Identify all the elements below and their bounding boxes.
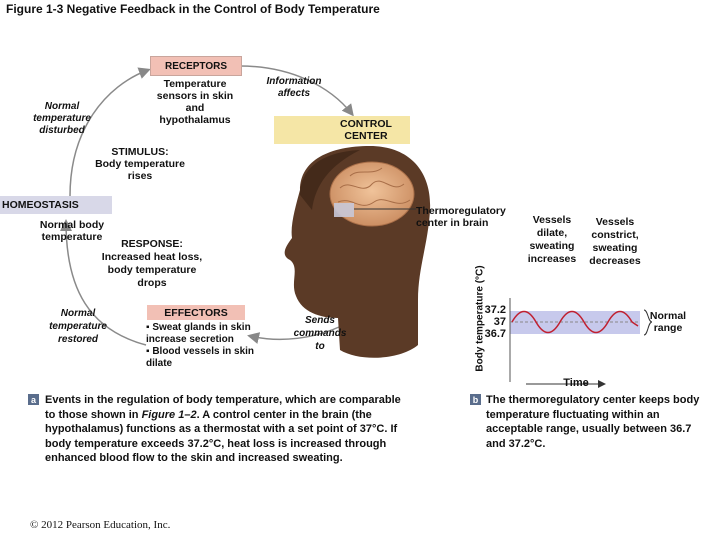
copyright-notice: © 2012 Pearson Education, Inc. <box>30 519 171 531</box>
tick-label: 37 <box>493 316 506 328</box>
sends-commands-text: Sends commands to <box>293 315 347 352</box>
normal-range-bracket <box>643 309 653 336</box>
effector-item: ▪ Blood vessels in skin dilate <box>146 346 255 369</box>
caption-a: Events in the regulation of body tempera… <box>45 394 401 464</box>
normal-temperature-restored: Normal temperature restored <box>49 308 107 345</box>
information-affects-text: Information affects <box>266 76 322 99</box>
caption-b: The thermoregulatory center keeps body t… <box>486 394 700 450</box>
response-description: Increased heat loss, body temperature dr… <box>101 251 203 289</box>
effectors-box: EFFECTORS <box>147 305 245 320</box>
normal-body-temperature: Normal body temperature <box>39 219 105 243</box>
tick-label: 36.7 <box>484 328 506 340</box>
figure-reference: Figure 1–2 <box>141 408 197 421</box>
arrow-to-homeostasis <box>60 219 147 346</box>
effectors-list: ▪ Sweat glands in skin increase secretio… <box>146 322 256 370</box>
response-label: RESPONSE: <box>121 238 183 250</box>
x-axis-label: Time <box>563 377 589 389</box>
vessels-dilate-label: Vessels dilate, sweating increases <box>527 214 577 265</box>
homeostasis-box: HOMEOSTASIS <box>0 196 112 214</box>
arrow-to-receptors <box>69 67 151 197</box>
normal-range-label: Normal range <box>649 310 687 334</box>
stimulus-text: STIMULUS: Body temperature rises <box>88 146 192 182</box>
thermoregulatory-center-label: Thermoregulatory center in brain <box>416 205 506 229</box>
stimulus-label: STIMULUS: <box>111 146 169 158</box>
figure-title: Figure 1-3 Negative Feedback in the Cont… <box>6 2 380 16</box>
temperature-curve <box>511 310 639 334</box>
temperature-graph <box>509 298 653 388</box>
sensors-text: Temperature sensors in skin and hypothal… <box>156 78 234 126</box>
caption-b-badge: b <box>470 394 481 405</box>
hypothalamus-marker <box>334 203 354 217</box>
caption-a-badge: a <box>28 394 39 405</box>
receptors-box: RECEPTORS <box>150 56 242 76</box>
normal-temperature-disturbed: Normal temperature disturbed <box>33 101 91 136</box>
effector-item: ▪ Sweat glands in skin increase secretio… <box>146 322 251 345</box>
vessels-constrict-label: Vessels constrict, sweating decreases <box>589 216 641 267</box>
response-text: RESPONSE: Increased heat loss, body temp… <box>96 238 208 290</box>
stimulus-description: Body temperature rises <box>95 158 185 182</box>
control-center-box: CONTROL CENTER <box>274 116 410 144</box>
arrow-to-control-center <box>239 65 354 117</box>
tick-label: 37.2 <box>484 304 506 316</box>
